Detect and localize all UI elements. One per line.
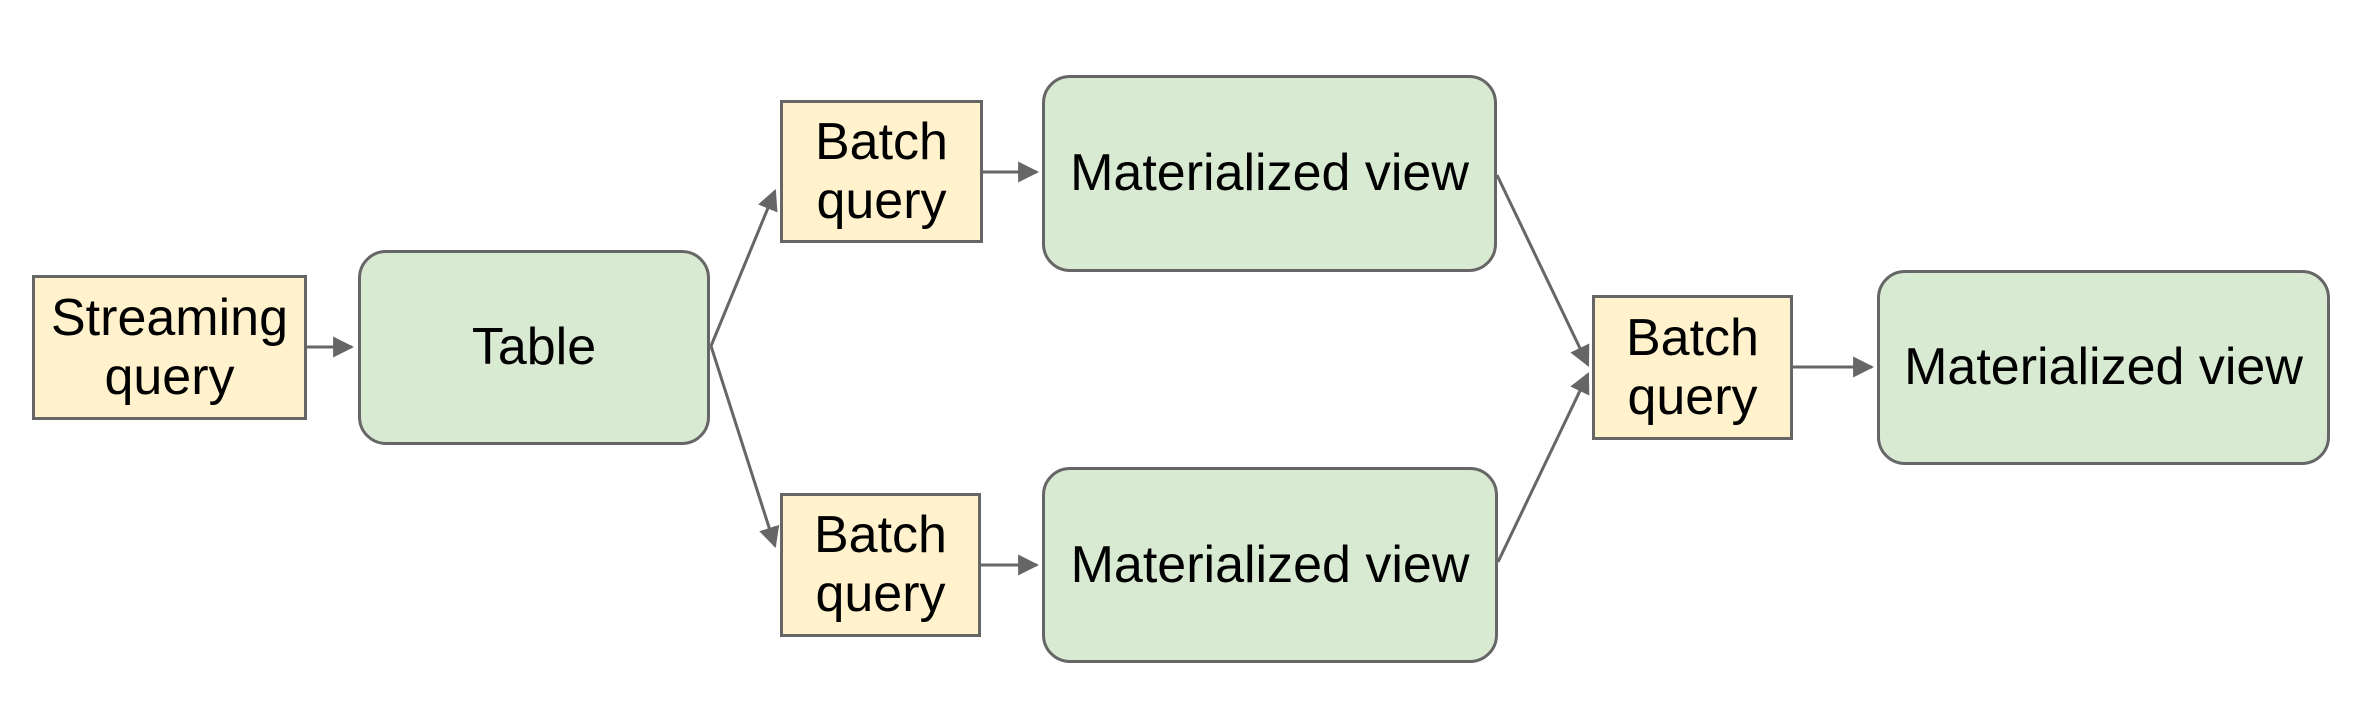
node-batch-query-final: Batch query (1592, 295, 1793, 440)
node-streaming-query: Streaming query (32, 275, 307, 420)
node-label: Streaming query (51, 288, 288, 406)
node-batch-query-bottom: Batch query (780, 493, 981, 637)
node-materialized-view-bottom: Materialized view (1042, 467, 1498, 663)
node-label: Batch query (1626, 308, 1759, 426)
node-materialized-view-top: Materialized view (1042, 75, 1497, 272)
node-materialized-view-final: Materialized view (1877, 270, 2330, 465)
node-label: Batch query (815, 112, 948, 230)
node-label: Materialized view (1904, 338, 2303, 397)
node-label: Materialized view (1070, 535, 1470, 594)
node-label: Table (471, 318, 597, 377)
node-label: Materialized view (1070, 144, 1469, 203)
node-batch-query-top: Batch query (780, 100, 983, 243)
edge-table-to-batch-query-top (709, 189, 778, 347)
edge-materialized-view-bottom-to-batch-query-final (1496, 372, 1590, 563)
node-label: Batch query (814, 506, 947, 623)
edge-materialized-view-top-to-batch-query-final (1495, 174, 1590, 367)
node-table: Table (358, 250, 710, 445)
edge-table-to-batch-query-bottom (709, 345, 780, 549)
